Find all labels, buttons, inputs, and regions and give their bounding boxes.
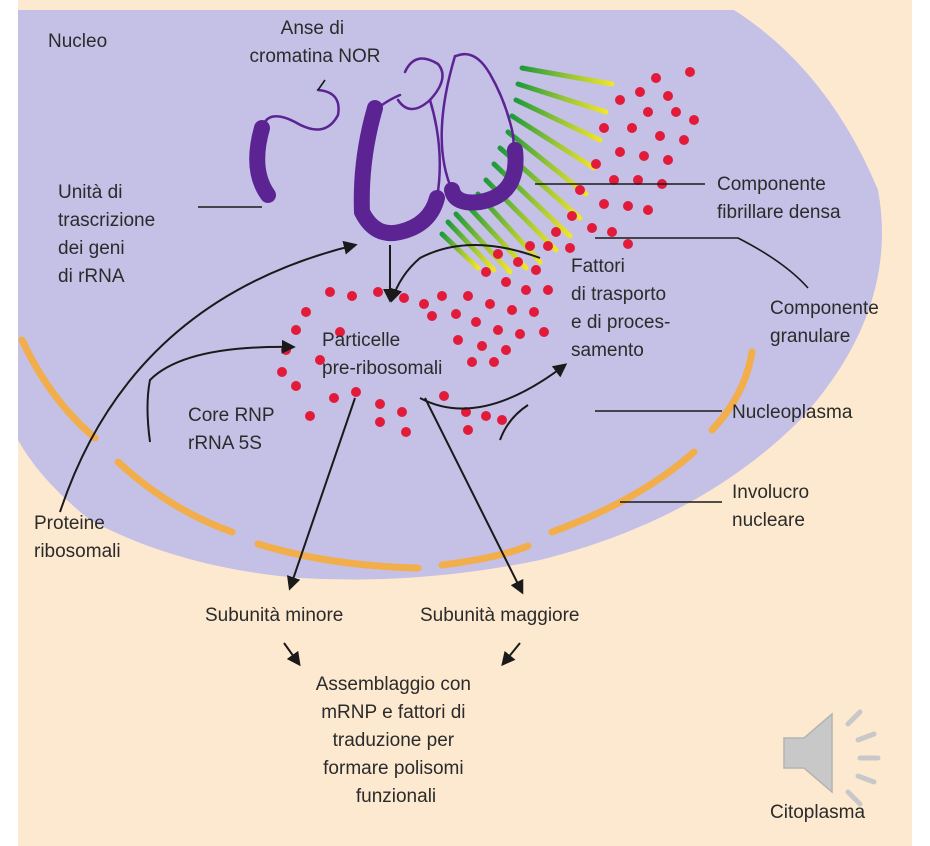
ribosomal-particle-dot (663, 155, 673, 165)
ribosomal-particle-dot (375, 399, 385, 409)
ribosomal-particle-dot (531, 265, 541, 275)
ribosomal-particle-dot (525, 241, 535, 251)
cytoplasm-label: Citoplasma (770, 802, 865, 823)
ribosomal-particle-dot (507, 305, 517, 315)
ribosomal-particle-dot (291, 325, 301, 335)
ribosomal-particle-dot (513, 257, 523, 267)
ribosomal-particle-dot (453, 335, 463, 345)
ribosomal-particle-dot (439, 391, 449, 401)
ribosomal-particle-dot (575, 185, 585, 195)
ribosomal-particle-dot (689, 115, 699, 125)
ribosomal-particle-dot (467, 357, 477, 367)
ribosomal-particle-dot (529, 307, 539, 317)
ribosomal-particle-dot (655, 131, 665, 141)
ribosomal-particle-dot (623, 239, 633, 249)
ribosomal-particle-dot (623, 201, 633, 211)
ribosomal-particle-dot (451, 309, 461, 319)
ribosomal-particle-dot (325, 287, 335, 297)
ribosomal-particle-dot (489, 357, 499, 367)
ribosomal-particle-dot (493, 249, 503, 259)
small-subunit-label: Subunità minore (205, 605, 343, 626)
ribosomal-particle-dot (419, 299, 429, 309)
ribosomal-particle-dot (427, 311, 437, 321)
ribosomal-particle-dot (477, 341, 487, 351)
ribosomal-particle-dot (679, 135, 689, 145)
ribosomal-particle-dot (671, 107, 681, 117)
ribosomal-particle-dot (305, 411, 315, 421)
ribosomal-particle-dot (539, 327, 549, 337)
ribosomal-particle-dot (291, 381, 301, 391)
ribosomal-particle-dot (501, 277, 511, 287)
ribosomal-particle-dot (471, 317, 481, 327)
ribosomal-particle-dot (651, 73, 661, 83)
ribosomal-particle-dot (497, 415, 507, 425)
ribosomal-particle-dot (543, 285, 553, 295)
ribosomal-particle-dot (493, 325, 503, 335)
ribosomal-particle-dot (501, 345, 511, 355)
ribosomal-particle-dot (351, 387, 361, 397)
ribosomal-particle-dot (329, 393, 339, 403)
ribosomal-particle-dot (399, 293, 409, 303)
ribosomal-particle-dot (515, 329, 525, 339)
ribosomal-particle-dot (615, 95, 625, 105)
ribosomal-particle-dot (463, 425, 473, 435)
ribosomal-particle-dot (397, 407, 407, 417)
ribosomal-particle-dot (551, 227, 561, 237)
large-subunit-label: Subunità maggiore (420, 605, 580, 626)
ribosomal-particle-dot (587, 223, 597, 233)
ribosomal-particle-dot (599, 199, 609, 209)
ribosomal-particle-dot (277, 367, 287, 377)
ribosomal-particle-dot (521, 285, 531, 295)
ribosomal-particle-dot (481, 411, 491, 421)
ribosomal-particle-dot (375, 417, 385, 427)
ribosomal-particle-dot (685, 67, 695, 77)
ribosomal-particle-dot (463, 291, 473, 301)
ribosomal-particle-dot (639, 151, 649, 161)
ribosomal-particle-dot (607, 227, 617, 237)
ribosomal-particle-dot (635, 87, 645, 97)
ribosomal-particle-dot (301, 307, 311, 317)
ribosomal-particle-dot (543, 241, 553, 251)
ribosomal-particle-dot (347, 291, 357, 301)
ribosomal-particle-dot (591, 159, 601, 169)
ribosomal-particle-dot (599, 123, 609, 133)
ribosomal-particle-dot (643, 107, 653, 117)
ribosomal-particle-dot (567, 211, 577, 221)
nucleus-label: Nucleo (48, 31, 107, 52)
nucleoplasm-label: Nucleoplasma (732, 402, 853, 423)
ribosomal-particle-dot (565, 243, 575, 253)
ribosomal-particle-dot (627, 123, 637, 133)
ribosomal-particle-dot (481, 267, 491, 277)
ribosomal-particle-dot (485, 299, 495, 309)
ribosomal-particle-dot (437, 291, 447, 301)
ribosomal-particle-dot (373, 287, 383, 297)
ribosomal-particle-dot (663, 91, 673, 101)
ribosomal-particle-dot (643, 205, 653, 215)
ribosomal-particle-dot (401, 427, 411, 437)
ribosomal-particle-dot (615, 147, 625, 157)
